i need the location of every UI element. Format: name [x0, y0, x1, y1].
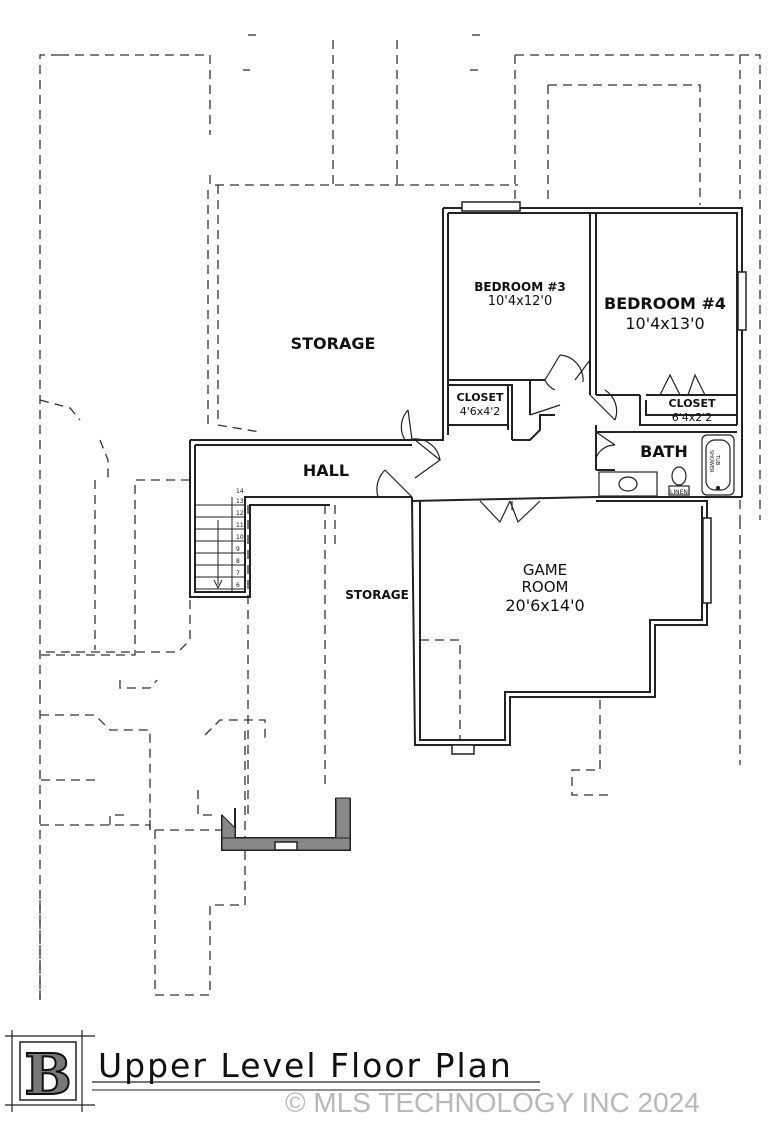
sink-icon [618, 476, 638, 492]
toilet-icon [671, 466, 687, 486]
tub-icon [701, 434, 735, 496]
lower-level-dashed-outline [39, 34, 761, 1000]
stair-number: 11 [236, 522, 244, 529]
staircase [195, 497, 245, 592]
title-block [5, 1030, 540, 1112]
closet3-dims: 4'6x4'2 [460, 405, 501, 418]
stair-number: 12 [236, 510, 244, 517]
door-swings [376, 354, 706, 524]
bedroom3-label: BEDROOM #3 [474, 280, 565, 294]
bedroom4-dims: 10'4x13'0 [625, 314, 704, 333]
bedroom3-dims: 10'4x12'0 [488, 294, 552, 309]
tub-label-1: SHOWER [708, 450, 714, 473]
bath-label: BATH [640, 442, 688, 461]
stair-number: 6 [236, 582, 240, 589]
game-room-dims: 20'6x14'0 [505, 596, 584, 615]
closet4-label: CLOSET [669, 397, 716, 410]
bedroom4-label: BEDROOM #4 [604, 294, 726, 313]
linen-label: LINEN [670, 489, 688, 496]
stair-numbers: 14 13 12 11 10 9 8 7 6 [236, 488, 244, 589]
upper-level-walls [189, 207, 743, 851]
stair-number: 9 [236, 546, 240, 553]
storage-main-label: STORAGE [291, 334, 376, 353]
storage-lower-label: STORAGE [345, 588, 409, 602]
hall-label: HALL [303, 461, 349, 480]
stair-number: 7 [236, 570, 240, 577]
stair-number: 13 [236, 498, 244, 505]
stair-number: 14 [236, 488, 244, 495]
closet4-dims: 6'4x2'2 [672, 411, 713, 424]
stair-number: 8 [236, 558, 240, 565]
bath-fixtures [598, 434, 735, 497]
windows [274, 201, 747, 851]
plan-title: Upper Level Floor Plan [98, 1046, 513, 1085]
tub-label-2: TUB [714, 454, 720, 466]
title-letter: B [24, 1042, 71, 1108]
closet3-label: CLOSET [457, 391, 504, 404]
game-room-label-line1: GAME [523, 561, 567, 579]
game-room-label-line2: ROOM [522, 578, 569, 596]
stair-number: 10 [236, 534, 244, 541]
title-letter-box [19, 1041, 77, 1101]
copyright-text: © MLS TECHNOLOGY INC 2024 [285, 1087, 700, 1118]
vanity-counter [598, 471, 658, 497]
